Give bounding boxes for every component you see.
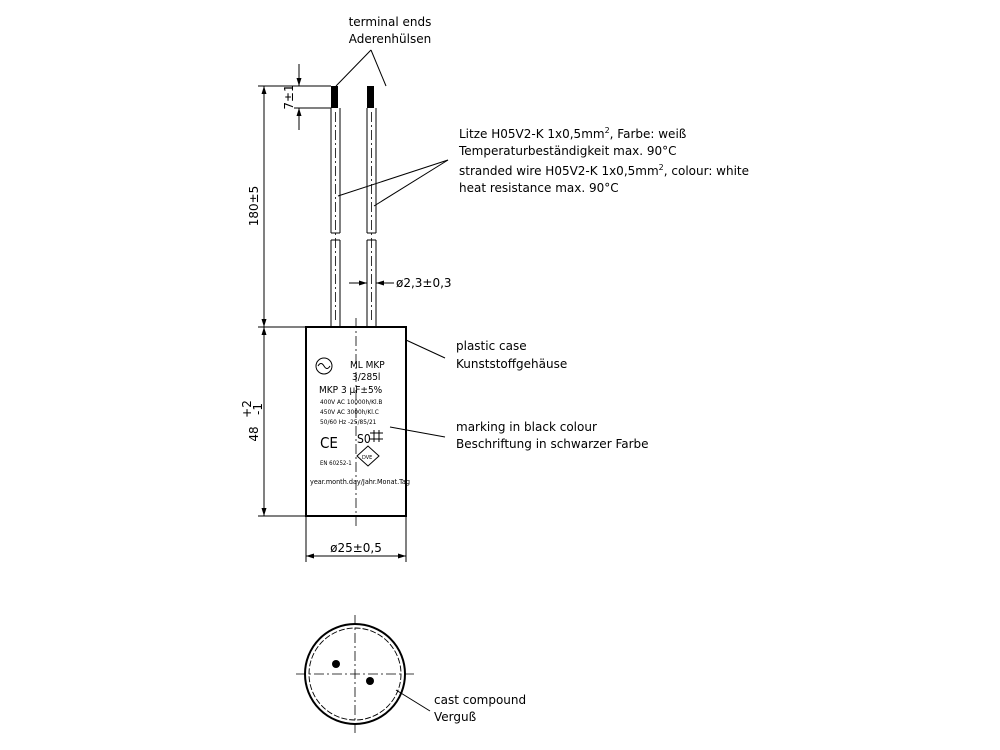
- heat-label-en: heat resistance max. 90°C: [459, 181, 619, 195]
- marking-label-de: Beschriftung in schwarzer Farbe: [456, 437, 649, 451]
- terminal-label-en: terminal ends: [349, 15, 432, 29]
- marking-line5: 450V AC 3000h/Kl.C: [320, 408, 379, 416]
- callout-marking: marking in black colour Beschriftung in …: [389, 420, 649, 451]
- s0-mark: S0: [357, 432, 371, 446]
- dim-case-diameter: ø25±0,5: [305, 516, 407, 562]
- top-view: [296, 615, 414, 733]
- dim-case-tol-plus: +2: [240, 400, 254, 418]
- case-label-de: Kunststoffgehäuse: [456, 357, 567, 371]
- litze-label-de: Litze H05V2-K 1x0,5mm2, Farbe: weiß: [459, 126, 687, 141]
- dim-wire-dia-label: ø2,3±0,3: [396, 276, 452, 290]
- dim-case-label: 48: [247, 426, 261, 441]
- date-code: year.month.day/Jahr.Monat.Tag: [310, 477, 410, 486]
- wire-right: [366, 86, 377, 327]
- case-label-en: plastic case: [456, 339, 527, 353]
- wire-left: [330, 86, 341, 327]
- cast-label-de: Verguß: [434, 710, 477, 724]
- dim-terminal-label: 7±1: [282, 84, 296, 109]
- marking-line2: 3/285l: [352, 372, 380, 383]
- vde-logo-icon: [356, 445, 380, 467]
- stranded-label-en: stranded wire H05V2-K 1x0,5mm2, colour: …: [459, 163, 749, 178]
- temp-label-de: Temperaturbeständigkeit max. 90°C: [458, 144, 677, 158]
- dim-case: 48 +2 -1: [240, 327, 306, 517]
- terminal-end-left: [331, 86, 338, 108]
- callout-terminal: terminal ends Aderenhülsen: [335, 15, 432, 87]
- case-marking: ML MKP 3/285l MKP 3 μF±5% 400V AC 10000h…: [310, 357, 410, 486]
- dim-wire-diameter: ø2,3±0,3: [349, 276, 452, 290]
- marking-line6: 50/60 Hz -25/85/21: [320, 418, 377, 426]
- hash-icon: [370, 430, 383, 442]
- vde-mark: DVE: [362, 455, 372, 461]
- marking-line1: ML MKP: [350, 360, 385, 371]
- marking-label-en: marking in black colour: [456, 420, 597, 434]
- norm-mark: EN 60252-1: [320, 460, 352, 467]
- dim-wire-label: 180±5: [247, 186, 261, 227]
- callout-cast: cast compound Verguß: [395, 689, 526, 724]
- ce-mark: CE: [320, 434, 338, 452]
- marking-line4: 400V AC 10000h/Kl.B: [320, 398, 382, 406]
- dim-case-dia-label: ø25±0,5: [330, 541, 382, 555]
- callout-case: plastic case Kunststoffgehäuse: [405, 339, 567, 371]
- marking-line3: MKP 3 μF±5%: [319, 385, 383, 396]
- terminal-dot-right: [366, 677, 374, 685]
- callout-wire: Litze H05V2-K 1x0,5mm2, Farbe: weiß Temp…: [337, 126, 749, 207]
- cast-label-en: cast compound: [434, 693, 526, 707]
- terminal-dot-left: [332, 660, 340, 668]
- terminal-label-de: Aderenhülsen: [349, 32, 431, 46]
- dim-wire: 180±5: [247, 85, 306, 328]
- terminal-end-right: [367, 86, 374, 108]
- manufacturer-logo-icon: [315, 357, 333, 375]
- dim-case-tol-minus: -1: [251, 403, 265, 415]
- plastic-case: [305, 318, 407, 526]
- dim-terminal: 7±1: [282, 64, 331, 130]
